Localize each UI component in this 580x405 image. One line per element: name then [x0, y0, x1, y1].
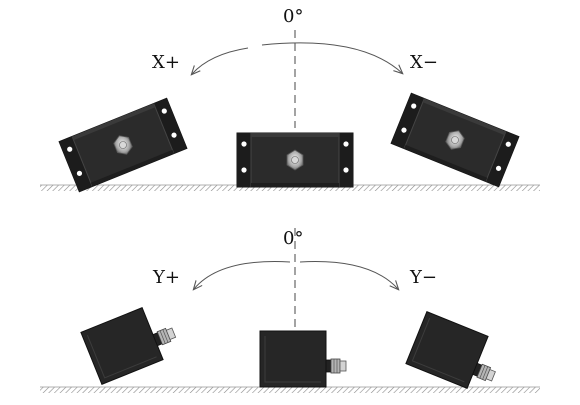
angle-label-bottom: 0°	[283, 228, 303, 249]
label-y-minus: Y−	[409, 267, 437, 288]
ground-top	[40, 185, 540, 191]
rotation-arc-right-top	[261, 42, 402, 73]
angle-label-top: 0°	[283, 6, 303, 27]
label-y-plus: Y+	[152, 267, 180, 288]
ground-bottom	[40, 387, 540, 393]
rotation-arc-left-bottom	[194, 261, 291, 289]
top-panel: 0° X+ X−	[40, 6, 540, 193]
sensor-y-tilted-right	[405, 311, 508, 397]
sensor-x-level	[236, 132, 354, 188]
rotation-arc-left-top	[192, 47, 249, 74]
label-x-plus: X+	[152, 52, 180, 73]
bottom-panel: 0° Y+ Y−	[40, 228, 540, 397]
sensor-y-level	[259, 330, 347, 388]
sensor-y-tilted-left	[80, 299, 183, 385]
label-x-minus: X−	[410, 52, 438, 73]
sensor-x-tilted-right	[390, 92, 520, 188]
sensor-x-tilted-left	[58, 97, 188, 193]
rotation-arc-right-bottom	[299, 261, 398, 289]
